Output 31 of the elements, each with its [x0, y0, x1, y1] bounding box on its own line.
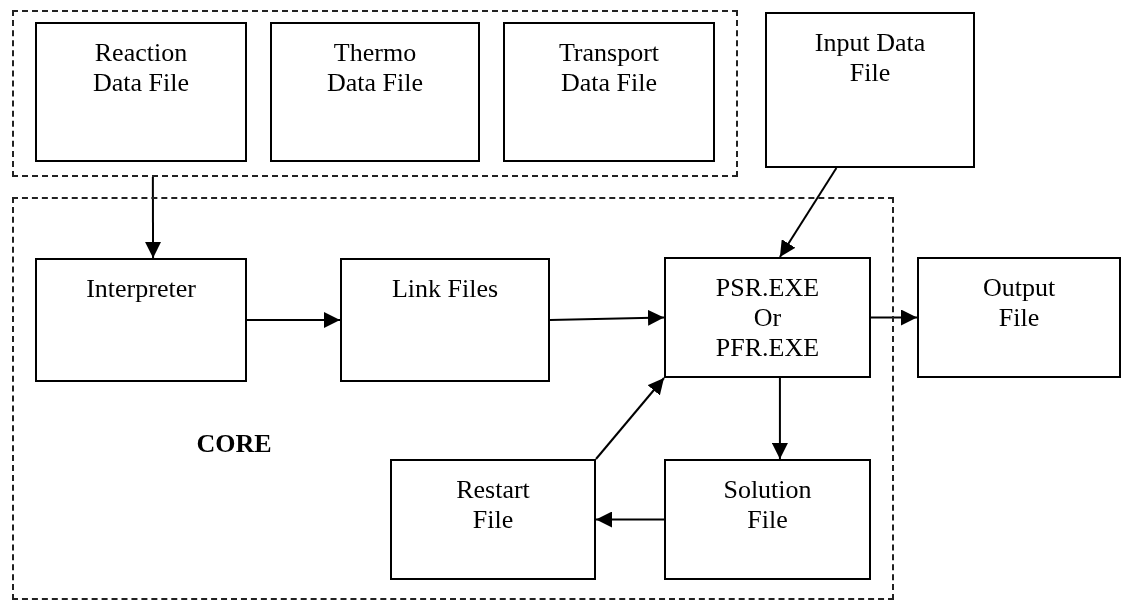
- process-box: [765, 12, 975, 168]
- box-label: Interpreter: [85, 274, 197, 304]
- arrow: [145, 176, 162, 259]
- arrow: [870, 309, 918, 326]
- arrow: [778, 167, 838, 258]
- process-box: [270, 22, 480, 162]
- box-label: Transport Data File: [557, 38, 661, 98]
- box-label: Thermo Data File: [326, 38, 424, 98]
- arrow: [549, 309, 665, 326]
- process-box: [35, 258, 247, 382]
- dashed-group-box: [12, 10, 738, 177]
- group-label: CORE: [195, 429, 273, 459]
- box-label: Reaction Data File: [92, 38, 190, 98]
- process-box: [340, 258, 550, 382]
- dashed-group-box: [12, 197, 894, 600]
- arrow: [246, 312, 341, 328]
- process-box: [35, 22, 247, 162]
- box-label: Restart File: [455, 475, 531, 535]
- box-label: Output File: [981, 273, 1057, 333]
- process-box: [503, 22, 715, 162]
- process-box: [917, 257, 1121, 378]
- arrow: [595, 377, 665, 460]
- box-label: PSR.EXE Or PFR.EXE: [714, 273, 821, 363]
- process-box: [664, 257, 871, 378]
- box-label: Solution File: [722, 475, 813, 535]
- box-label: Input Data File: [813, 28, 927, 88]
- arrow: [595, 511, 665, 528]
- box-label: Link Files: [390, 274, 500, 304]
- process-box: [664, 459, 871, 580]
- process-box: [390, 459, 596, 580]
- arrow: [771, 377, 788, 460]
